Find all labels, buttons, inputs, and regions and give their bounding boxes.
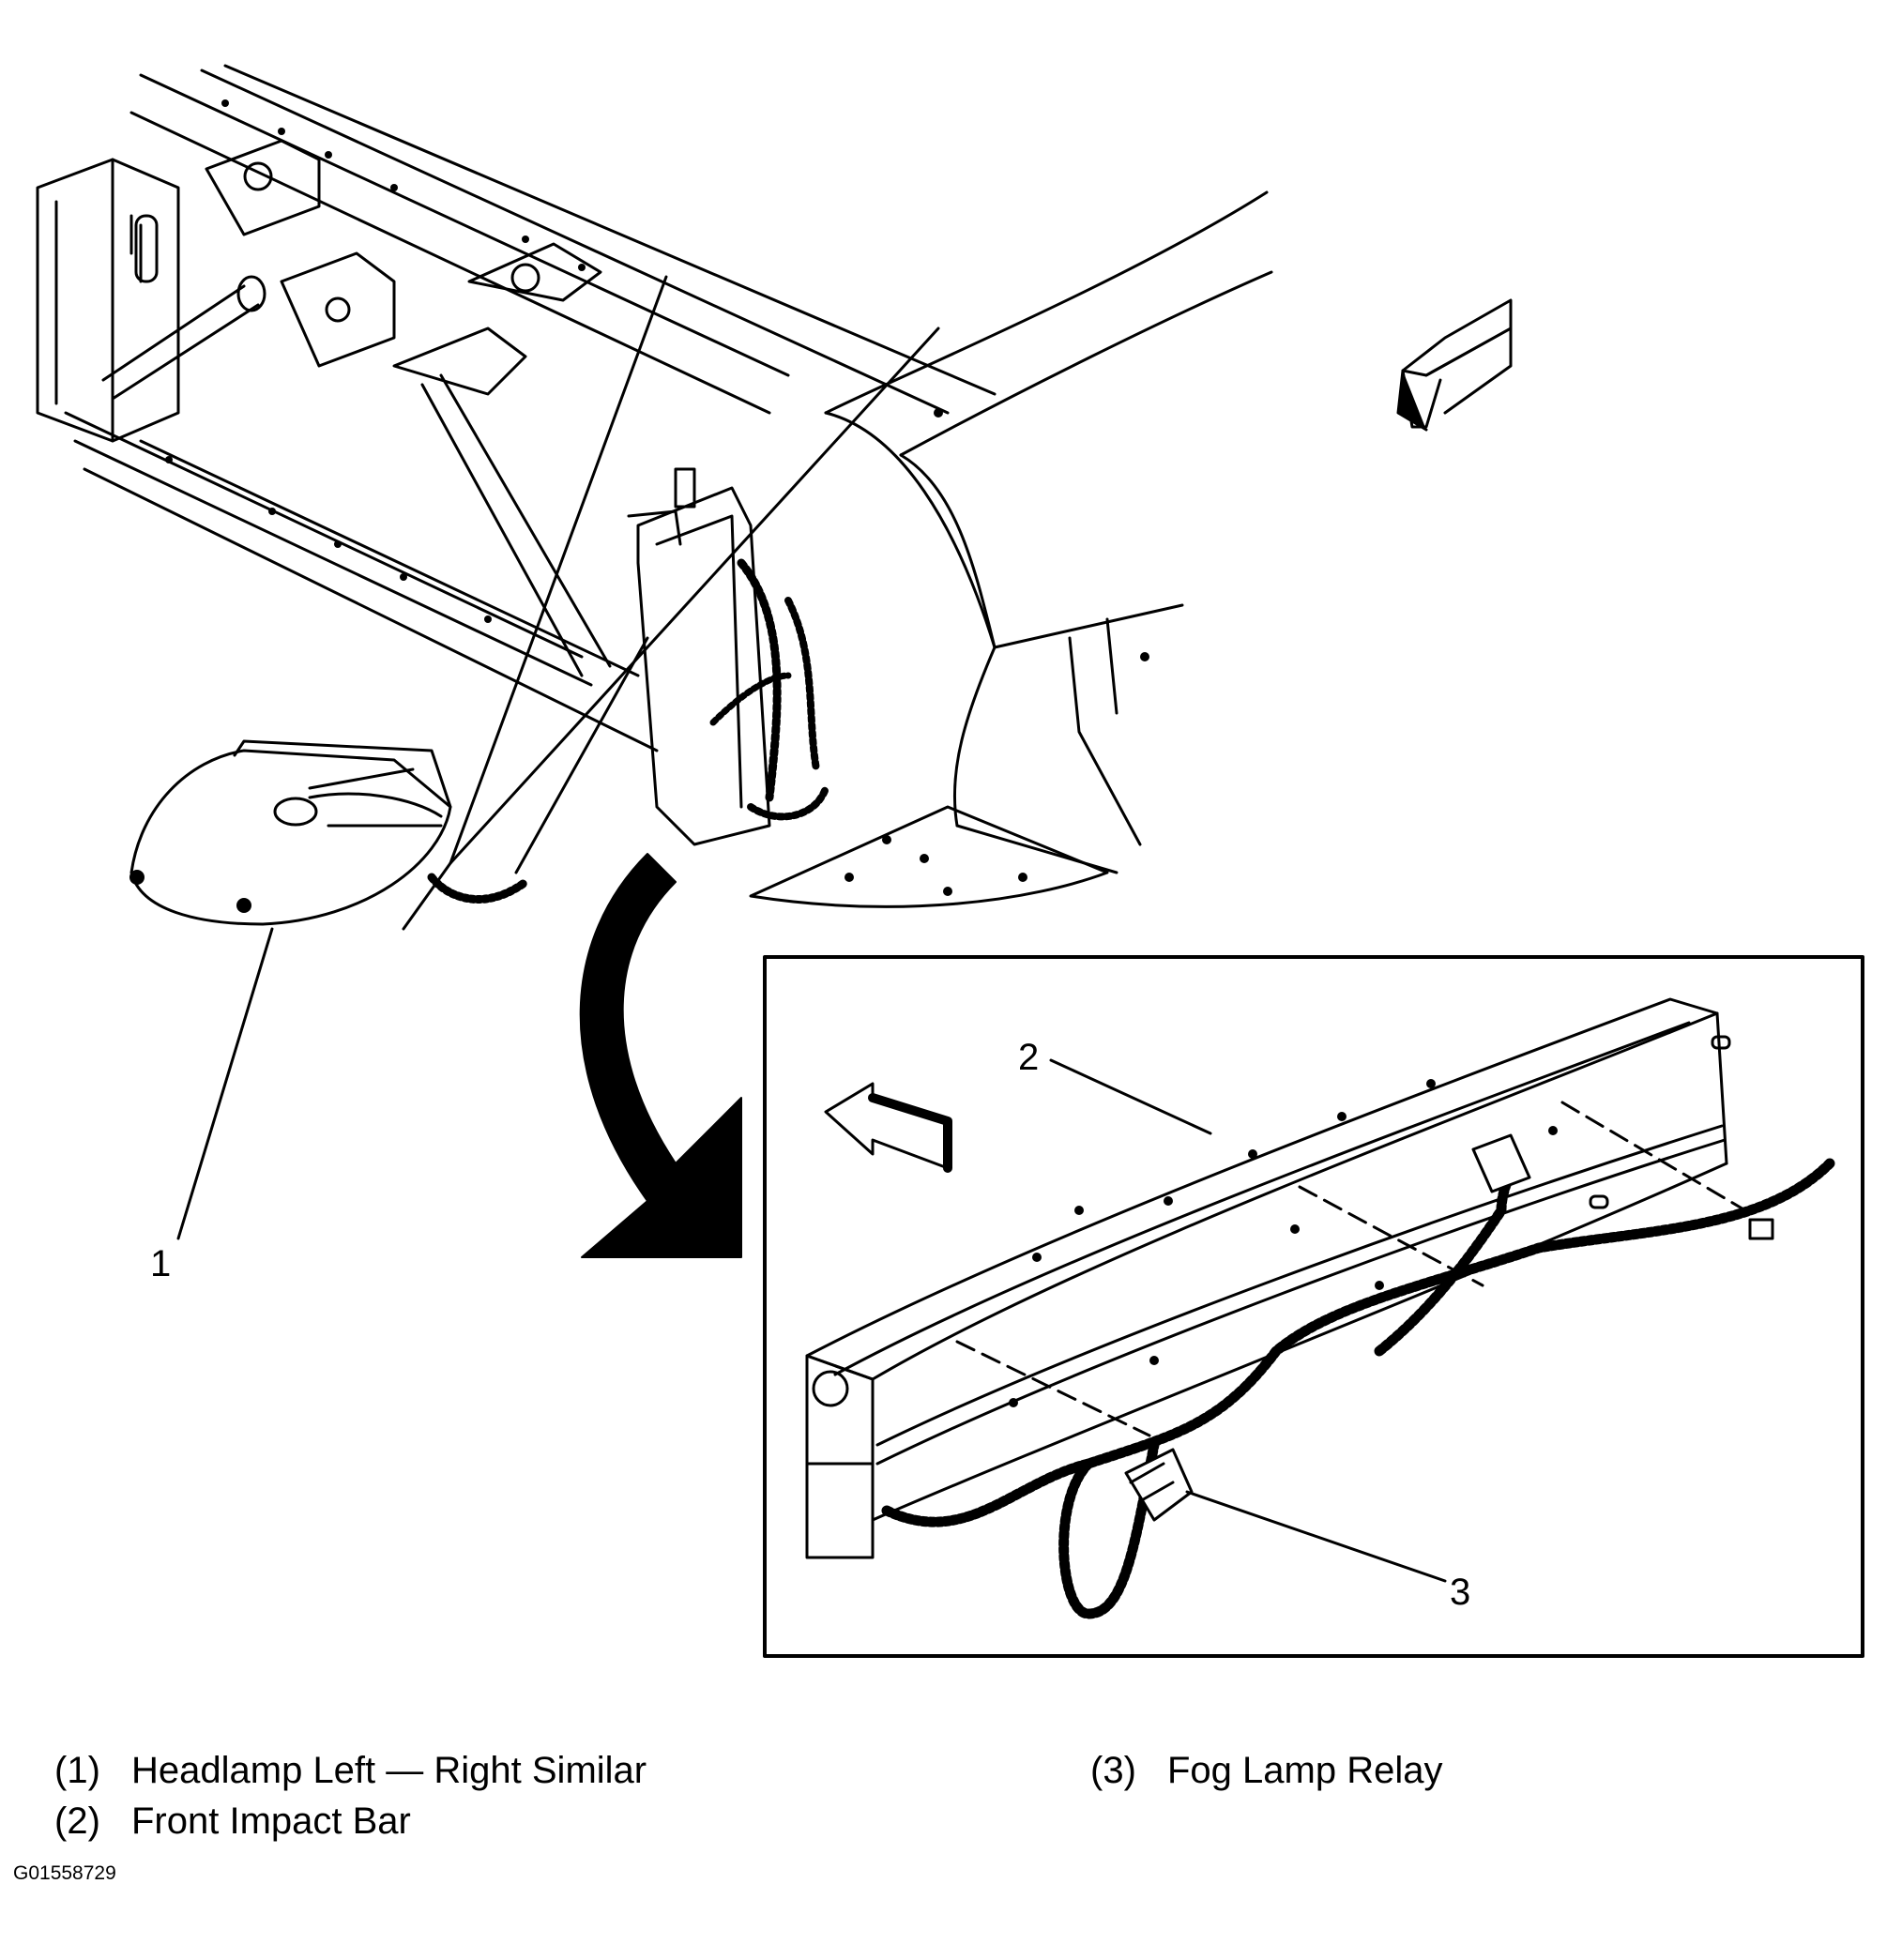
legend-item-2: (2) Front Impact Bar	[54, 1796, 411, 1846]
headlamp-assembly	[129, 739, 530, 926]
figure-id: G01558729	[13, 1862, 116, 1884]
forward-arrow-upper	[1396, 298, 1513, 432]
legend-item-1-number: (1)	[54, 1750, 100, 1791]
legend-item-3: (3) Fog Lamp Relay	[1090, 1745, 1442, 1796]
callout-1-label: 1	[150, 1243, 172, 1284]
callout-2-label: 2	[1018, 1037, 1040, 1078]
legend-item-1: (1) Headlamp Left — Right Similar	[54, 1745, 647, 1796]
legend-item-3-number: (3)	[1090, 1750, 1136, 1791]
callout-3-leader	[1185, 1490, 1447, 1583]
callout-2-leader	[1049, 1058, 1212, 1135]
legend-item-2-text: Front Impact Bar	[131, 1800, 411, 1842]
callout-1-leader	[176, 927, 274, 1240]
transition-arrow	[579, 853, 742, 1258]
radiator-support-frame	[36, 64, 997, 752]
fog-lamp-relay-body	[1124, 1448, 1194, 1522]
fender-wheelhouse	[749, 190, 1273, 908]
mounting-dash-lines	[955, 1101, 1747, 1437]
legend-item-1-text: Headlamp Left — Right Similar	[131, 1750, 647, 1791]
connector-upper	[1471, 1133, 1531, 1193]
legend-item-2-number: (2)	[54, 1800, 100, 1842]
leader-lines	[176, 275, 940, 1240]
headlamp-bracket	[627, 467, 829, 846]
impact-bar	[805, 997, 1731, 1559]
legend-item-3-text: Fog Lamp Relay	[1167, 1750, 1443, 1791]
fog-lamp-harness	[881, 1148, 1835, 1619]
inset-frame	[763, 955, 1864, 1658]
callout-3-label: 3	[1450, 1572, 1471, 1613]
forward-arrow-inset	[824, 1082, 952, 1173]
